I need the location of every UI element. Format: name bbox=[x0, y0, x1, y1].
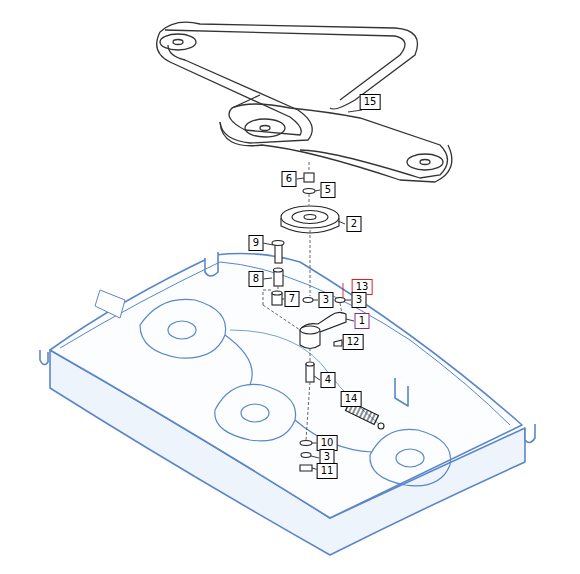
callout-number: 14 bbox=[341, 391, 362, 407]
callout-number: 3 bbox=[319, 292, 334, 308]
callout-number: 5 bbox=[321, 182, 336, 198]
callout-number: 12 bbox=[343, 334, 364, 350]
callout-number: 4 bbox=[321, 372, 336, 388]
callout-number: 11 bbox=[317, 463, 338, 479]
callout-number: 3 bbox=[352, 292, 367, 308]
callout-number: 15 bbox=[360, 94, 381, 110]
callout-number: 7 bbox=[285, 291, 300, 307]
callout-number: 1 bbox=[355, 313, 370, 329]
callout-number: 9 bbox=[249, 235, 264, 251]
callout-number: 2 bbox=[347, 216, 362, 232]
callout-number: 6 bbox=[282, 171, 297, 187]
callout-number: 8 bbox=[249, 271, 264, 287]
